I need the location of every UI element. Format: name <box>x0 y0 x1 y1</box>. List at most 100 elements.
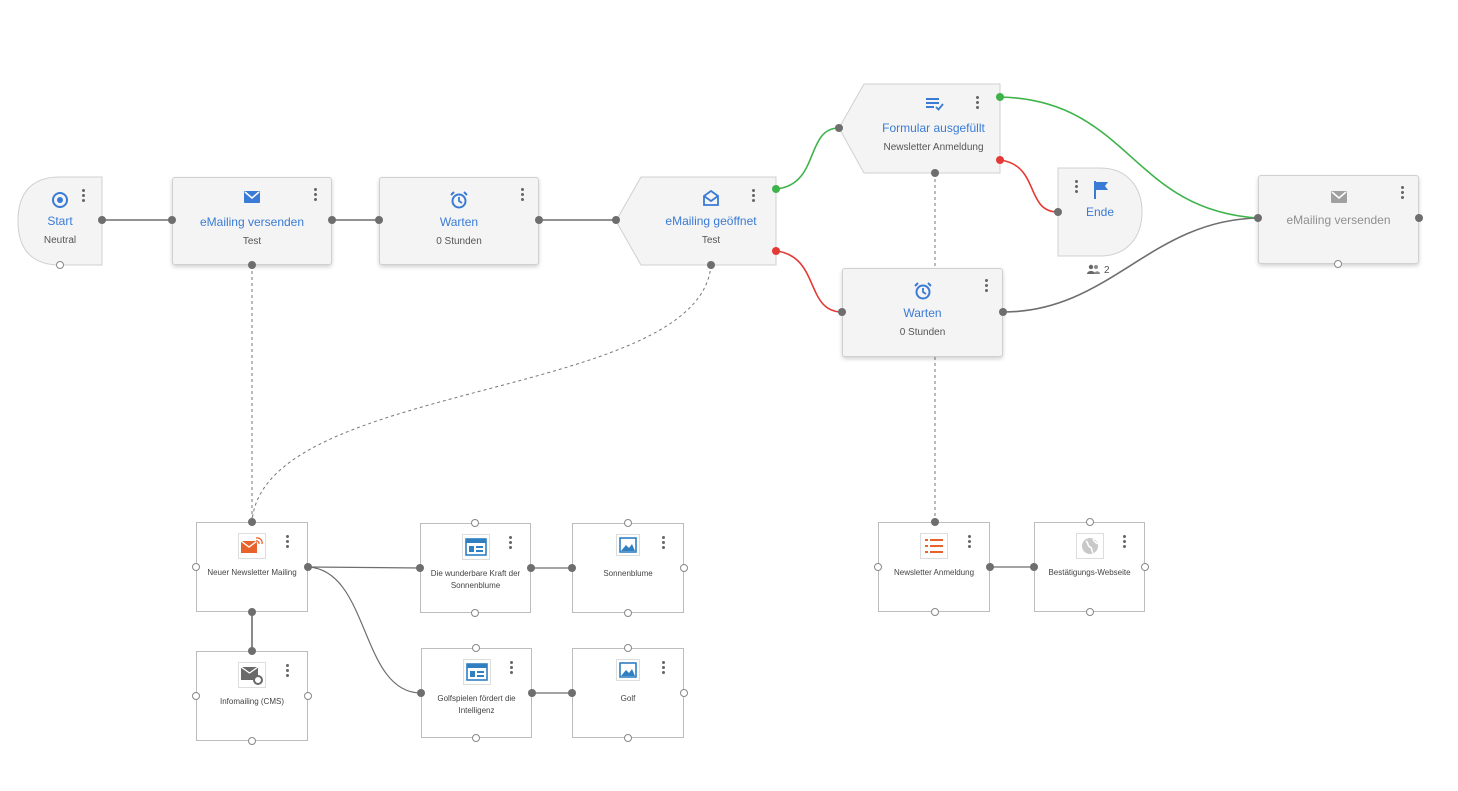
port-confirm-bottom[interactable] <box>1086 608 1094 616</box>
port-send2-in[interactable] <box>1254 214 1262 222</box>
asset-newsletter-form-label: Newsletter Anmeldung <box>893 568 975 577</box>
port-confirm-right[interactable] <box>1141 563 1149 571</box>
asset-confirmation-page[interactable]: Bestätigungs-Webseite <box>1034 522 1145 612</box>
port-send-in[interactable] <box>168 216 176 224</box>
port-start-bottom[interactable] <box>56 261 64 269</box>
send-email-menu-icon[interactable] <box>314 188 318 203</box>
port-sunflowerimg-left[interactable] <box>568 564 576 572</box>
email-opened-subtitle: Test <box>701 235 721 246</box>
port-opened-in[interactable] <box>612 216 620 224</box>
end-menu-icon[interactable] <box>1075 180 1078 195</box>
port-sunflowerimg-bottom[interactable] <box>624 609 632 617</box>
port-form-yes[interactable] <box>996 93 1004 101</box>
port-sunflowerpage-right[interactable] <box>527 564 535 572</box>
port-end-in[interactable] <box>1054 208 1062 216</box>
port-opened-no[interactable] <box>772 247 780 255</box>
asset-golf-page-label: Golfspielen fördert die Intelligenz <box>437 694 516 715</box>
port-sunflowerpage-left[interactable] <box>416 564 424 572</box>
wait-2-menu-icon[interactable] <box>985 279 989 294</box>
start-title: Start <box>47 214 73 228</box>
port-send2-out[interactable] <box>1415 214 1423 222</box>
port-sunflowerpage-top[interactable] <box>471 519 479 527</box>
port-mailing-right[interactable] <box>304 563 312 571</box>
port-infomailing-right[interactable] <box>304 692 312 700</box>
wait-node[interactable]: Warten 0 Stunden <box>379 177 539 265</box>
asset-newsletter-form[interactable]: Newsletter Anmeldung <box>878 522 990 612</box>
port-golfimg-bottom[interactable] <box>624 734 632 742</box>
port-confirm-left[interactable] <box>1030 563 1038 571</box>
image-icon <box>573 659 683 681</box>
asset-sunflower-page[interactable]: Die wunderbare Kraft der Sonnenblume <box>420 523 531 613</box>
email-opened-node[interactable]: eMailing geöffnet Test <box>616 177 776 265</box>
wait-2-subtitle: 0 Stunden <box>899 327 946 338</box>
port-newsletterform-right[interactable] <box>986 563 994 571</box>
wait-node-2[interactable]: Warten 0 Stunden <box>842 268 1003 357</box>
asset-newsletter-form-menu-icon[interactable] <box>968 535 972 550</box>
port-sunflowerpage-bottom[interactable] <box>471 609 479 617</box>
asset-golf-page[interactable]: Golfspielen fördert die Intelligenz <box>421 648 532 738</box>
send-email-node-2[interactable]: eMailing versenden <box>1258 175 1419 264</box>
port-mailing-bottom[interactable] <box>248 608 256 616</box>
port-sunflowerimg-top[interactable] <box>624 519 632 527</box>
send-email-2-menu-icon[interactable] <box>1401 186 1405 201</box>
port-mailing-left[interactable] <box>192 563 200 571</box>
port-golfimg-left[interactable] <box>568 689 576 697</box>
port-newsletterform-left[interactable] <box>874 563 882 571</box>
port-golfimg-top[interactable] <box>624 644 632 652</box>
form-filled-node[interactable]: Formular ausgefüllt Newsletter Anmeldung <box>839 84 1000 173</box>
start-node[interactable]: Start Neutral <box>18 177 102 265</box>
port-sunflowerimg-right[interactable] <box>680 564 688 572</box>
port-newsletterform-bottom[interactable] <box>931 608 939 616</box>
port-infomailing-bottom[interactable] <box>248 737 256 745</box>
port-golfpage-bottom[interactable] <box>472 734 480 742</box>
port-mailing-top[interactable] <box>248 518 256 526</box>
link-mailing-golfpage <box>307 566 422 694</box>
port-golfpage-left[interactable] <box>417 689 425 697</box>
start-menu-icon[interactable] <box>82 189 85 204</box>
port-golfpage-top[interactable] <box>472 644 480 652</box>
end-node[interactable]: Ende <box>1058 168 1142 256</box>
email-opened-menu-icon[interactable] <box>752 189 755 204</box>
asset-infomailing-menu-icon[interactable] <box>286 664 290 679</box>
edge-form-no-end <box>999 159 1059 213</box>
port-golfimg-right[interactable] <box>680 689 688 697</box>
asset-golf-page-menu-icon[interactable] <box>510 661 514 676</box>
asset-newsletter-mailing-menu-icon[interactable] <box>286 535 290 550</box>
port-confirm-top[interactable] <box>1086 518 1094 526</box>
port-wait2-out[interactable] <box>999 308 1007 316</box>
port-infomailing-top[interactable] <box>248 647 256 655</box>
asset-sunflower-image-menu-icon[interactable] <box>662 536 666 551</box>
port-opened-yes[interactable] <box>772 185 780 193</box>
port-wait2-in[interactable] <box>838 308 846 316</box>
form-filled-subtitle: Newsletter Anmeldung <box>883 142 984 153</box>
asset-sunflower-image-label: Sonnenblume <box>603 569 653 578</box>
port-start-out[interactable] <box>98 216 106 224</box>
port-newsletterform-top[interactable] <box>931 518 939 526</box>
asset-newsletter-mailing[interactable]: Neuer Newsletter Mailing <box>196 522 308 612</box>
asset-sunflower-page-menu-icon[interactable] <box>509 536 513 551</box>
asset-golf-image-menu-icon[interactable] <box>662 661 666 676</box>
port-infomailing-left[interactable] <box>192 692 200 700</box>
asset-confirmation-page-menu-icon[interactable] <box>1123 535 1127 550</box>
wait-menu-icon[interactable] <box>521 188 525 203</box>
port-send2-bottom[interactable] <box>1334 260 1342 268</box>
form-filled-menu-icon[interactable] <box>976 96 979 111</box>
port-form-no[interactable] <box>996 156 1004 164</box>
port-golfpage-right[interactable] <box>528 689 536 697</box>
asset-sunflower-image[interactable]: Sonnenblume <box>572 523 684 613</box>
asset-golf-image[interactable]: Golf <box>572 648 684 738</box>
port-form-bottom[interactable] <box>931 169 939 177</box>
port-opened-bottom[interactable] <box>707 261 715 269</box>
send-email-node[interactable]: eMailing versenden Test <box>172 177 332 265</box>
end-node-shape <box>1057 167 1143 257</box>
send-email-subtitle: Test <box>242 236 262 247</box>
form-filled-title: Formular ausgefüllt <box>882 121 985 135</box>
port-wait-in[interactable] <box>375 216 383 224</box>
port-form-in[interactable] <box>835 124 843 132</box>
port-send-bottom[interactable] <box>248 261 256 269</box>
asset-golf-image-label: Golf <box>620 694 636 703</box>
port-wait-out[interactable] <box>535 216 543 224</box>
port-send-out[interactable] <box>328 216 336 224</box>
asset-infomailing-label: Infomailing (CMS) <box>219 697 284 706</box>
asset-infomailing[interactable]: Infomailing (CMS) <box>196 651 308 741</box>
